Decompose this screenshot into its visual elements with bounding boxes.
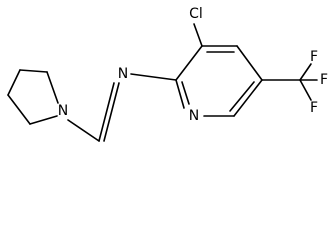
molecule-drawing: Cl N N N F F F bbox=[7, 6, 328, 142]
bond-ring-c5-c6 bbox=[233, 79, 263, 117]
bond-c-cl bbox=[193, 23, 203, 47]
bond-cf3-f-bottom bbox=[299, 79, 312, 101]
atom-cl: Cl bbox=[189, 6, 203, 22]
structure-diagram: Cl N N N F F F bbox=[7, 6, 328, 142]
bond-pyr-1 bbox=[7, 69, 21, 96]
bond-ring-n-c2-inner bbox=[181, 81, 190, 105]
bond-ring-c4-c5 bbox=[236, 45, 263, 81]
bond-ring-n-c2 bbox=[175, 79, 185, 109]
bond-ring-c5-c6-inner bbox=[229, 81, 255, 112]
atom-f-top: F bbox=[310, 49, 318, 65]
bond-pyr-5 bbox=[29, 115, 58, 125]
atom-n-imine: N bbox=[118, 66, 128, 82]
bond-ch-n-double-a bbox=[98, 82, 115, 142]
bond-pyr-3 bbox=[46, 71, 59, 104]
bond-ch-n-double-b bbox=[103, 82, 120, 142]
bond-pyr-4 bbox=[7, 94, 31, 125]
bond-cf3-f-top bbox=[299, 63, 312, 81]
bond-ring-c2-c3 bbox=[175, 45, 203, 81]
bond-pyr-2 bbox=[19, 69, 48, 73]
bond-n-ring bbox=[130, 73, 177, 81]
atom-n-pyridine: N bbox=[189, 108, 199, 124]
atom-f-bottom: F bbox=[310, 100, 318, 116]
bond-n-ch bbox=[67, 119, 100, 142]
atom-n-pyrrolidine: N bbox=[58, 103, 68, 119]
atom-f-right: F bbox=[320, 72, 328, 88]
